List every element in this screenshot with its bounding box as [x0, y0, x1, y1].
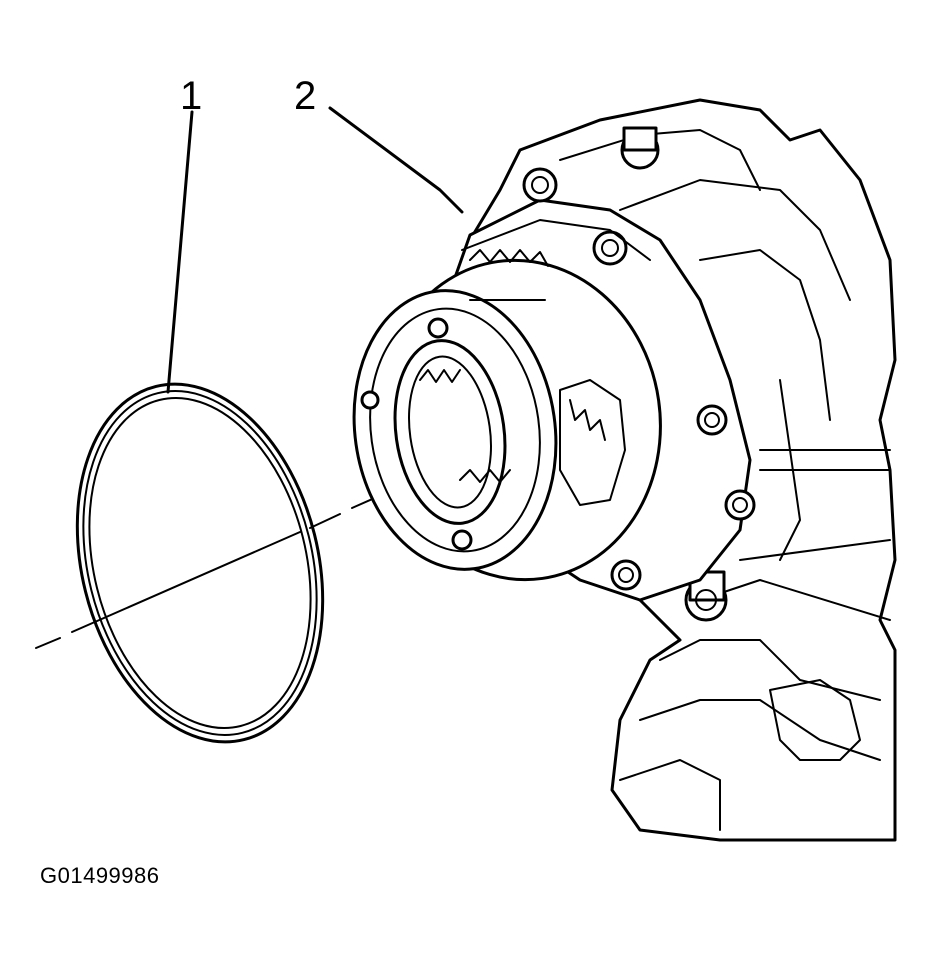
leader-line-2 [328, 106, 464, 214]
leader-line-1 [166, 110, 194, 394]
callout-label-1: 1 [180, 74, 203, 118]
figure-id-label: G01499986 [40, 863, 160, 888]
center-axis-line [35, 455, 471, 649]
seal-ring [75, 382, 325, 744]
hub-assembly [352, 249, 662, 582]
callout-label-2: 2 [294, 74, 317, 118]
